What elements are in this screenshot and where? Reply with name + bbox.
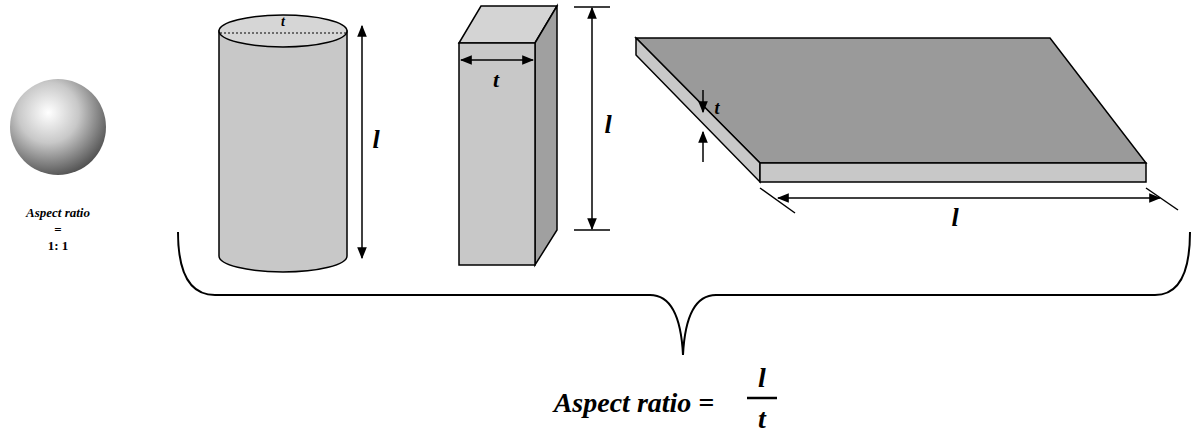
sphere	[10, 79, 106, 175]
fraction-bar	[747, 397, 777, 400]
cylinder	[219, 15, 362, 272]
formula-text: t	[758, 405, 766, 433]
formula-text: l	[758, 364, 766, 392]
dimension-label: t	[493, 69, 499, 91]
caption-text: =	[54, 223, 61, 236]
caption-text: Aspect ratio	[26, 206, 90, 219]
dimension-label: l	[604, 112, 611, 138]
rectangular-bar	[459, 6, 610, 265]
caption-text: 1: 1	[48, 239, 69, 252]
plate	[636, 38, 1178, 213]
brace	[178, 232, 1190, 355]
dimension-label: l	[372, 127, 379, 153]
formula-text: Aspect ratio =	[554, 389, 715, 417]
dimension-label: t	[281, 15, 285, 29]
dimension-label: t	[714, 99, 719, 117]
dimension-label: l	[951, 205, 958, 231]
